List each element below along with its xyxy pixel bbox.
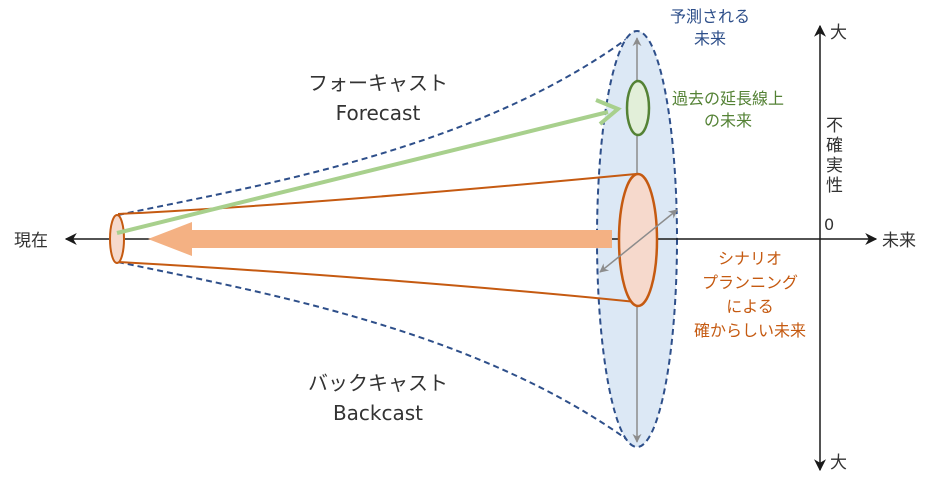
present-ellipse bbox=[109, 214, 125, 264]
scenario-funnel-bottom bbox=[117, 261, 637, 303]
forecast-en-label: Forecast bbox=[336, 101, 421, 125]
outer-funnel-bottom bbox=[117, 261, 637, 447]
backcast-en-label: Backcast bbox=[333, 401, 423, 425]
outer-funnel-top bbox=[117, 31, 637, 216]
backcast-arrow bbox=[148, 222, 612, 256]
extension-of-past-ellipse bbox=[625, 79, 651, 137]
forecast-arrow-head bbox=[595, 98, 622, 126]
extension-of-past-label-line1: 過去の延長線上 bbox=[672, 89, 784, 108]
forecast-ja-label: フォーキャスト bbox=[308, 71, 448, 95]
present-label: 現在 bbox=[14, 231, 48, 251]
scenario-ellipse bbox=[617, 172, 659, 308]
future-axis-label: 未来 bbox=[882, 231, 916, 251]
extension-of-past-label-line2: の未来 bbox=[704, 111, 752, 130]
uncertainty-char-1: 不 bbox=[826, 116, 843, 136]
uncertainty-large-bottom-label: 大 bbox=[830, 453, 847, 473]
uncertainty-char-3: 実 bbox=[826, 156, 843, 176]
scenario-label-line3: による bbox=[726, 297, 774, 316]
scenario-label-line2: プランニング bbox=[702, 273, 798, 292]
scenario-label-line1: シナリオ bbox=[718, 249, 782, 268]
forecast-arrow-line bbox=[116, 110, 609, 235]
scenario-diagonal-gray-arrow bbox=[599, 209, 678, 273]
zero-label: 0 bbox=[824, 215, 834, 234]
uncertainty-char-2: 確 bbox=[826, 136, 843, 156]
backcast-ja-label: バックキャスト bbox=[308, 371, 448, 395]
uncertainty-char-4: 性 bbox=[826, 176, 843, 196]
scenario-label-line4: 確からしい未来 bbox=[694, 321, 806, 340]
predicted-future-label-line1: 予測される bbox=[670, 7, 750, 26]
predicted-future-label-line2: 未来 bbox=[694, 29, 726, 48]
uncertainty-large-top-label: 大 bbox=[830, 23, 847, 43]
scenario-funnel-top bbox=[117, 173, 637, 215]
